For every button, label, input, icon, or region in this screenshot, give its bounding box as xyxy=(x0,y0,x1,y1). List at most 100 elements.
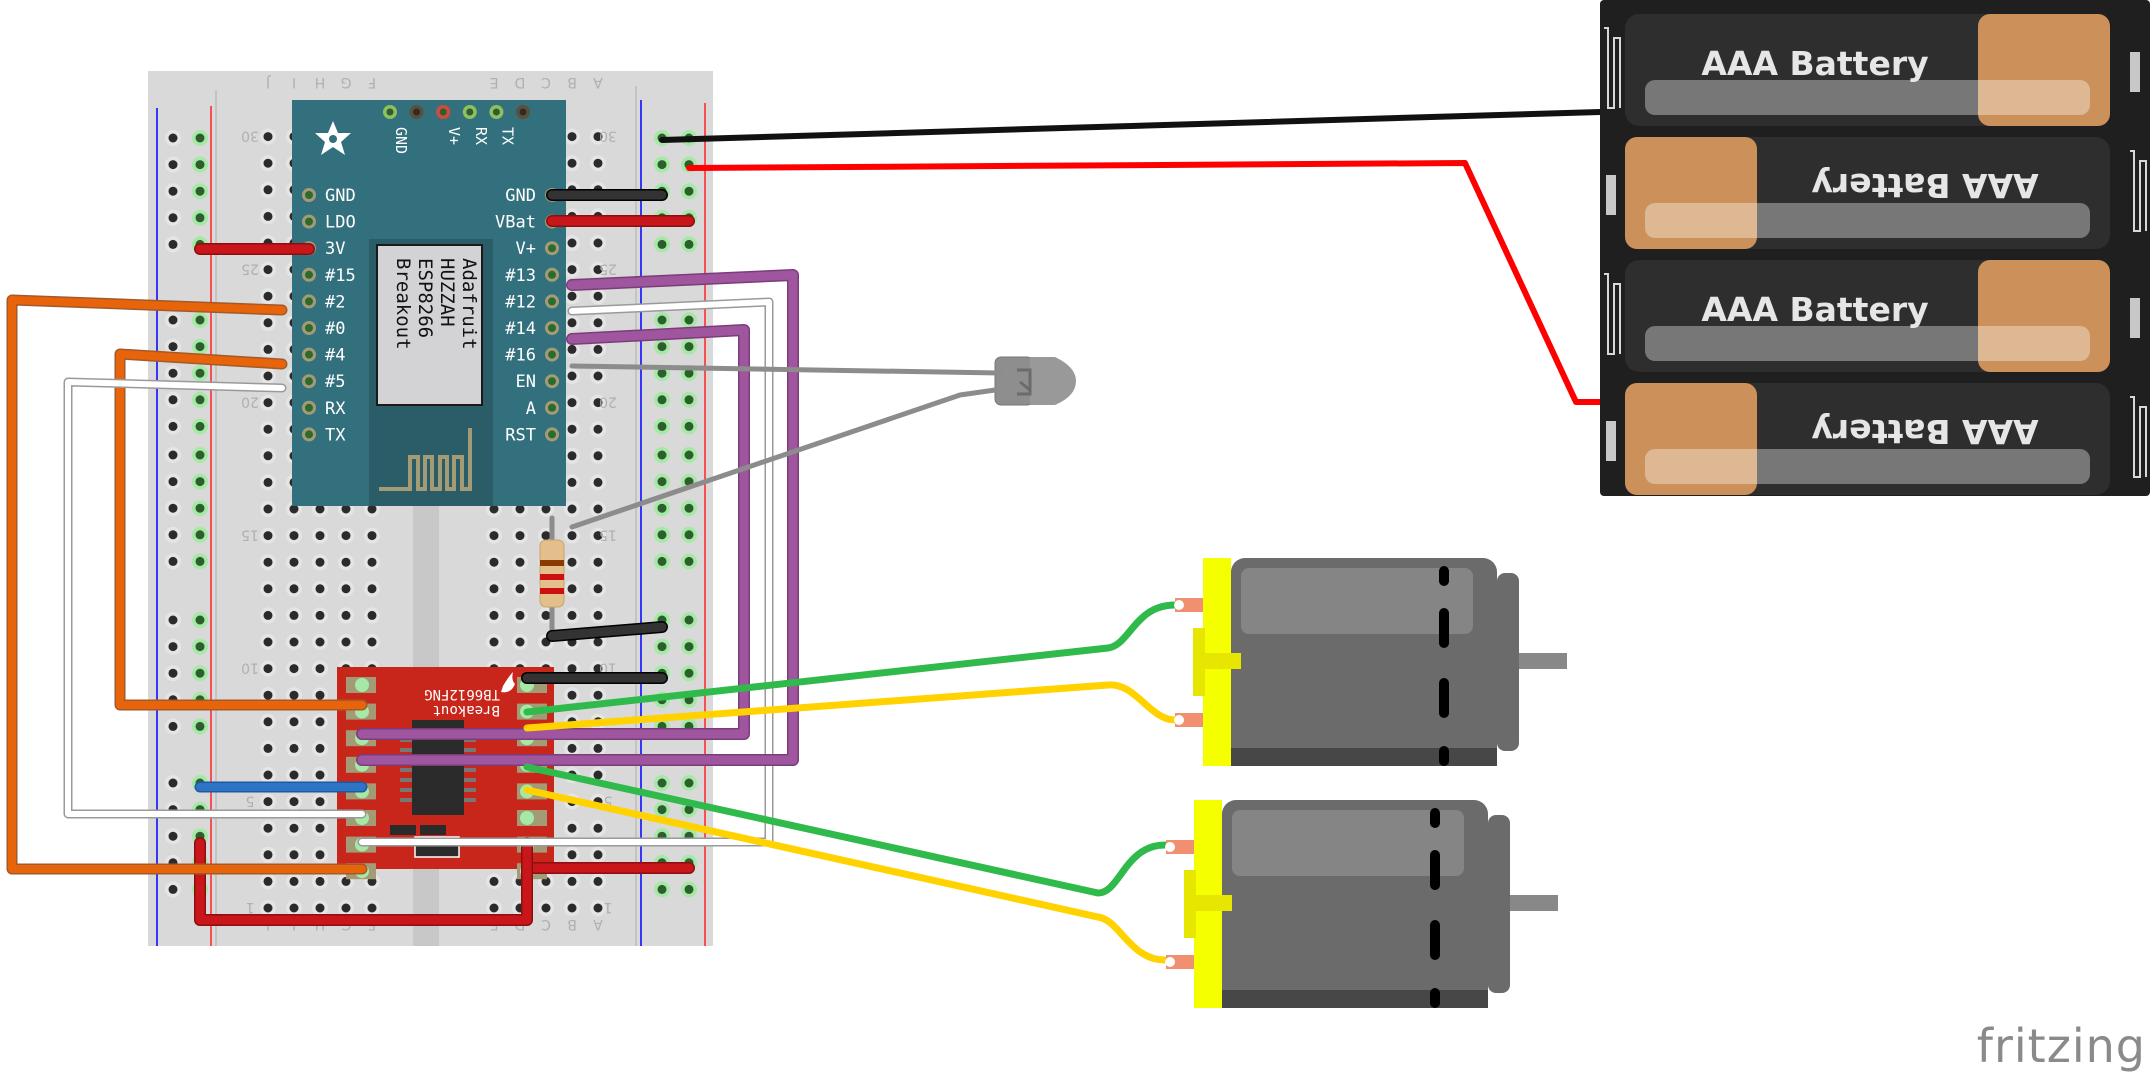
breadboard-hole-center xyxy=(195,133,205,143)
esp8266-left-pin-label: #4 xyxy=(325,346,345,366)
breadboard-hole-center xyxy=(195,368,205,378)
adafruit-logo-icon xyxy=(315,121,351,155)
breadboard-hole-center xyxy=(315,823,325,833)
breadboard-hole-center xyxy=(684,556,694,566)
breadboard-hole-center xyxy=(263,291,273,301)
breadboard-hole-center xyxy=(567,398,577,408)
motor-driver-label-line1: TB6612FNG xyxy=(424,686,500,702)
battery-cell: AAA Battery xyxy=(1606,383,2147,495)
row-number: 20 xyxy=(599,394,617,410)
motor-shaft xyxy=(1510,895,1558,911)
phototransistor-dome xyxy=(1030,357,1076,405)
breadboard-hole-center xyxy=(289,850,299,860)
motor-vent xyxy=(1439,566,1449,586)
esp8266-left-pin-label: #2 xyxy=(325,292,345,312)
breadboard-hole-center xyxy=(315,637,325,647)
breadboard-hole-center xyxy=(567,477,577,487)
breadboard-hole-center xyxy=(315,531,325,541)
breadboard-hole-center xyxy=(168,160,178,170)
breadboard-hole-center xyxy=(567,823,577,833)
column-letter: F xyxy=(368,74,376,90)
esp8266-left-pin-label: TX xyxy=(325,425,346,445)
battery-cell-label: AAA Battery xyxy=(1701,290,1928,329)
esp8266-left-pin-label: #15 xyxy=(325,266,356,286)
breadboard-hole-center xyxy=(567,318,577,328)
chip-leg xyxy=(400,778,412,782)
row-number: 30 xyxy=(241,128,259,144)
breadboard-hole-center xyxy=(489,876,499,886)
esp8266-left-pin-center xyxy=(305,377,313,386)
esp8266-right-pin-center xyxy=(548,377,556,386)
breadboard-hole-center xyxy=(195,342,205,352)
breadboard-hole-center xyxy=(263,903,273,913)
breadboard-hole-center xyxy=(195,668,205,678)
esp8266-top-pin-center xyxy=(413,108,421,116)
breadboard-hole-center xyxy=(289,557,299,567)
wire-gpio16-sensor xyxy=(569,363,1003,376)
wire-motor2-a xyxy=(523,763,1169,897)
column-letter: B xyxy=(567,74,577,90)
breadboard-hole-center xyxy=(195,450,205,460)
breadboard-hole-center xyxy=(567,451,577,461)
breadboard-hole-center xyxy=(593,876,603,886)
chip-leg xyxy=(464,798,476,802)
breadboard-hole-center xyxy=(515,610,525,620)
breadboard-hole-center xyxy=(657,503,667,513)
breadboard-hole-center xyxy=(593,903,603,913)
breadboard-hole-center xyxy=(289,690,299,700)
esp8266-left-pin-label: #5 xyxy=(325,372,345,392)
breadboard-hole-center xyxy=(684,342,694,352)
breadboard-hole-center xyxy=(195,315,205,325)
esp8266-right-pin-label: #12 xyxy=(505,292,536,312)
battery-cell-label: AAA Battery xyxy=(1811,166,2038,205)
esp8266-left-pin-center xyxy=(305,270,313,279)
esp8266-left-pin-label: GND xyxy=(325,186,356,206)
motor-terminal-hole xyxy=(1174,600,1184,610)
motor-vent xyxy=(1430,988,1440,1008)
battery-spring-icon xyxy=(1604,27,1621,109)
motor-highlight xyxy=(1232,810,1464,876)
breadboard-hole-center xyxy=(263,158,273,168)
breadboard-hole-center xyxy=(367,610,377,620)
breadboard-hole-center xyxy=(168,395,178,405)
motor-vent xyxy=(1430,808,1440,828)
breadboard-hole-center xyxy=(263,876,273,886)
breadboard-hole-center xyxy=(168,477,178,487)
breadboard-hole-center xyxy=(593,398,603,408)
battery-cell-label: AAA Battery xyxy=(1811,412,2038,451)
breadboard-hole-center xyxy=(289,743,299,753)
breadboard-hole-center xyxy=(195,395,205,405)
esp8266-top-pin-center xyxy=(439,108,447,116)
wire-battery-negative xyxy=(659,109,1603,143)
breadboard-hole-center xyxy=(593,371,603,381)
esp8266-right-pin-label: #13 xyxy=(505,266,536,286)
breadboard-hole-center xyxy=(657,342,667,352)
smd-component xyxy=(390,825,416,835)
resistor xyxy=(539,515,565,635)
breadboard-hole-center xyxy=(195,421,205,431)
breadboard-hole-center xyxy=(195,213,205,223)
breadboard-hole-center xyxy=(263,185,273,195)
motor-vent xyxy=(1439,608,1449,648)
esp8266-top-pin-label: GND xyxy=(392,127,410,154)
breadboard-hole-center xyxy=(168,721,178,731)
battery-spring-icon xyxy=(2130,396,2147,478)
smd-component xyxy=(420,825,446,835)
breadboard-hole-center xyxy=(593,158,603,168)
breadboard-hole-center xyxy=(263,211,273,221)
motor-driver-pin xyxy=(355,678,369,692)
motors xyxy=(1165,558,1567,1008)
esp8266-right-pin-center xyxy=(548,270,556,279)
breadboard-hole-center xyxy=(489,903,499,913)
row-number: 20 xyxy=(241,394,259,410)
breadboard-hole-center xyxy=(168,368,178,378)
dc-motor xyxy=(1174,558,1567,766)
breadboard-hole-center xyxy=(684,668,694,678)
motor-driver-pin xyxy=(520,811,534,825)
breadboard-hole-center xyxy=(315,690,325,700)
breadboard-hole-center xyxy=(684,530,694,540)
column-letter: B xyxy=(567,916,577,932)
breadboard-hole-center xyxy=(367,557,377,567)
esp8266-left-pin-center xyxy=(305,191,313,199)
breadboard-hole-center xyxy=(168,503,178,513)
